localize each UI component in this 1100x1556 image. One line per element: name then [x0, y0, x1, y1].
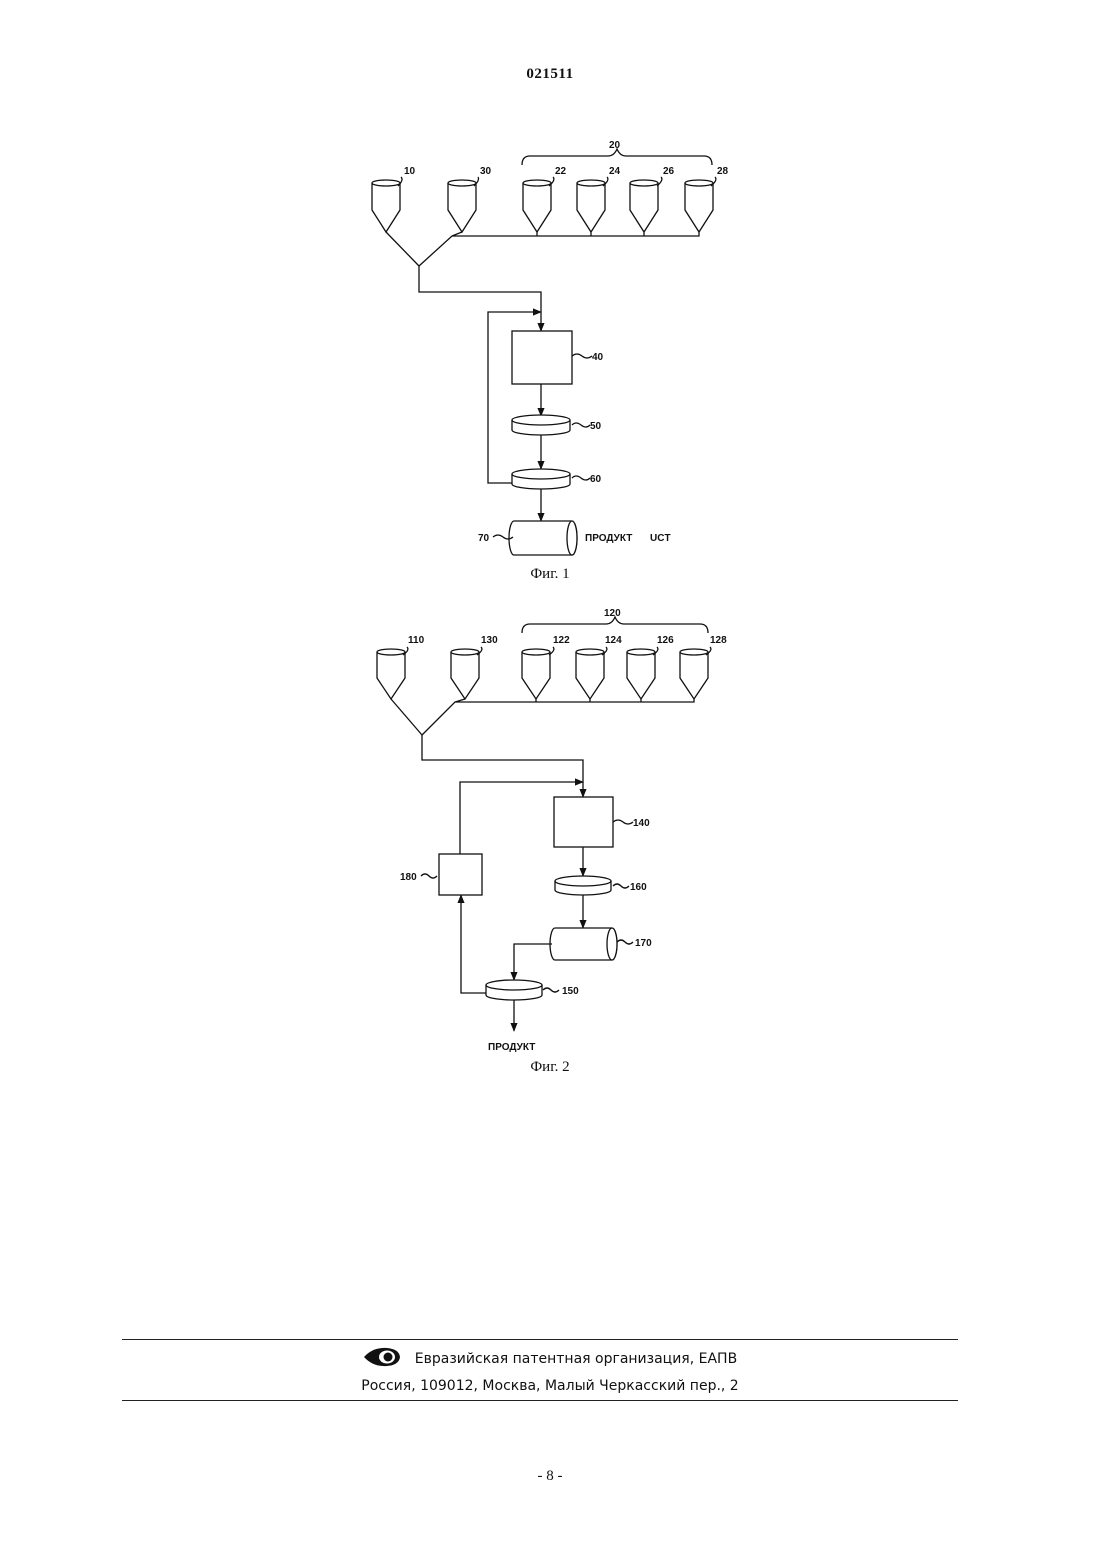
label-22: 22: [555, 166, 567, 177]
label-70: 70: [478, 533, 490, 544]
figure-1-process-diagram: 10 30 20 22 24 26 28 40 50 60 70 ПРОДУКТ…: [0, 130, 1100, 590]
label-30: 30: [480, 166, 492, 177]
label-124: 124: [605, 635, 622, 646]
label-128: 128: [710, 635, 727, 646]
label-10: 10: [404, 166, 416, 177]
label-180: 180: [400, 872, 417, 883]
hopper-22: [523, 180, 551, 232]
feed-collector-line: [386, 232, 699, 266]
hopper-28: [685, 180, 713, 232]
label-50: 50: [590, 421, 602, 432]
unit-180: [439, 854, 482, 895]
label-140: 140: [633, 818, 650, 829]
unit-140: [554, 797, 613, 847]
unit-170: [550, 928, 617, 960]
hopper-30: [448, 180, 476, 232]
label-170: 170: [635, 938, 652, 949]
label-160: 160: [630, 882, 647, 893]
figure-2-process-diagram: 110 130 120 122 124 126 128 140 160 170 …: [0, 600, 1100, 1085]
label-126: 126: [657, 635, 674, 646]
figure-1-caption: Фиг. 1: [530, 566, 569, 582]
page-number: - 8 -: [0, 1468, 1100, 1485]
footer-org-name: Евразийская патентная организация, ЕАПВ: [415, 1351, 737, 1367]
label-130: 130: [481, 635, 498, 646]
hopper-130: [451, 649, 479, 699]
footer-top-rule: [122, 1339, 958, 1340]
label-28: 28: [717, 166, 729, 177]
footer-address: Россия, 109012, Москва, Малый Черкасский…: [0, 1378, 1100, 1394]
label-24: 24: [609, 166, 621, 177]
hopper-24: [577, 180, 605, 232]
footer-bottom-rule: [122, 1400, 958, 1401]
figure-2-caption: Фиг. 2: [530, 1059, 569, 1075]
label-20: 20: [609, 140, 621, 151]
footer-org-line: Евразийская патентная организация, ЕАПВ: [0, 1347, 1100, 1371]
group-120-brace: [522, 617, 708, 633]
line-150-to-180: [461, 895, 486, 993]
hopper-122: [522, 649, 550, 699]
label-122: 122: [553, 635, 570, 646]
label-product-2: ПРОДУКТ: [488, 1042, 535, 1053]
label-150: 150: [562, 986, 579, 997]
hopper-124: [576, 649, 604, 699]
unit-150: [486, 980, 542, 1000]
hopper-26: [630, 180, 658, 232]
unit-160: [555, 876, 611, 895]
product-tank-70: [509, 521, 577, 555]
hopper-10: [372, 180, 400, 232]
line-170-to-150: [514, 944, 552, 980]
label-40: 40: [592, 352, 604, 363]
unit-40: [512, 331, 572, 384]
unit-60: [512, 469, 570, 489]
label-product: ПРОДУКТ: [585, 533, 632, 544]
unit-50: [512, 415, 570, 435]
feed-line-to-reactor-2: [422, 735, 583, 797]
eapo-eye-icon: [363, 1347, 401, 1371]
label-26: 26: [663, 166, 675, 177]
group-20-brace: [522, 149, 712, 165]
feed-collector-line-2: [391, 699, 694, 735]
label-120: 120: [604, 608, 621, 619]
hopper-110: [377, 649, 405, 699]
document-number: 021511: [0, 66, 1100, 83]
feed-line-to-reactor: [419, 266, 541, 331]
hopper-128: [680, 649, 708, 699]
label-60: 60: [590, 474, 602, 485]
label-110: 110: [408, 635, 425, 646]
hopper-126: [627, 649, 655, 699]
label-uct: UCT: [650, 533, 671, 544]
